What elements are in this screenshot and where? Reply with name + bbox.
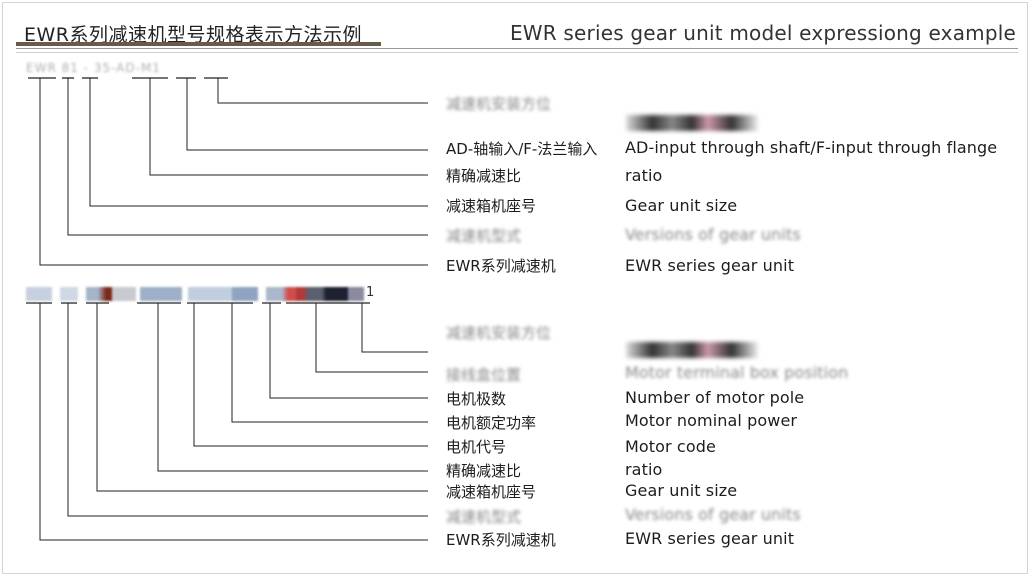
s1-label-mount-en-obscured [626, 115, 758, 131]
header-accent [16, 42, 381, 46]
s2-label-mount-en-obscured [626, 342, 758, 358]
s2-label-power-en: Motor nominal power [625, 411, 798, 430]
title-en: EWR series gear unit model expressiong e… [509, 21, 1016, 45]
s2-line-size [96, 303, 428, 492]
s2-label-series-cn: EWR系列减速机 [446, 531, 556, 549]
title-cn: EWR系列减速机型号规格表示方法示例 [24, 24, 362, 46]
s2-line-pole [269, 303, 428, 399]
s2-line-ratio [157, 303, 428, 472]
s1-label-series-cn: EWR系列减速机 [446, 257, 556, 275]
s1-label-version-en: Versions of gear units [625, 225, 801, 244]
s1-line-mount [217, 78, 428, 104]
s1-line-version [67, 78, 428, 236]
s2-line-motor [193, 303, 428, 447]
s2-model-code-end: 1 [366, 285, 376, 300]
s2-label-size-cn: 减速箱机座号 [446, 483, 537, 501]
s2-label-power-cn: 电机额定功率 [446, 414, 537, 432]
s2-label-mount-cn: 减速机安装方位 [446, 324, 552, 342]
s2-label-size-en: Gear unit size [625, 481, 738, 500]
s2-line-terminal [315, 303, 428, 373]
s1-model-code: EWR 81 - 35-AD-M1 [26, 61, 161, 75]
s2-line-mount [361, 303, 428, 353]
s2-label-motor-en: Motor code [625, 437, 716, 456]
header: EWR系列减速机型号规格表示方法示例 EWR series gear unit … [12, 12, 1022, 52]
s1-label-ratio-en: ratio [625, 166, 663, 185]
s1-line-ratio [149, 78, 428, 176]
s2-label-pole-en: Number of motor pole [625, 388, 805, 407]
s2-label-version-cn: 减速机型式 [446, 508, 522, 526]
s1-label-mount-cn: 减速机安装方位 [446, 95, 552, 113]
s2-label-terminal-cn: 接线盒位置 [446, 366, 522, 384]
s1-line-input [186, 78, 428, 151]
s2-label-series-en: EWR series gear unit [625, 529, 795, 548]
s2-model-code-obscured [26, 287, 366, 301]
s2-label-motor-cn: 电机代号 [446, 438, 507, 456]
s1-line-series [39, 78, 428, 266]
s2-label-terminal-en: Motor terminal box position [625, 363, 849, 382]
s2-label-ratio-en: ratio [625, 460, 663, 479]
s2-line-series [39, 303, 428, 541]
s1-label-size-cn: 减速箱机座号 [446, 197, 537, 215]
s1-label-input-en: AD-input through shaft/F-input through f… [625, 138, 998, 157]
s2-label-ratio-cn: 精确减速比 [446, 462, 522, 480]
s2-label-version-en: Versions of gear units [625, 505, 801, 524]
s2-line-power [231, 303, 428, 423]
header-rule [16, 48, 1018, 53]
s1-label-input-cn: AD-轴输入/F-法兰输入 [446, 140, 598, 158]
s1-label-size-en: Gear unit size [625, 196, 738, 215]
s1-label-version-cn: 减速机型式 [446, 227, 522, 245]
s1-label-series-en: EWR series gear unit [625, 256, 795, 275]
s2-label-pole-cn: 电机极数 [446, 390, 507, 408]
s1-line-size [89, 78, 428, 207]
s1-label-ratio-cn: 精确减速比 [446, 167, 522, 185]
s2-line-version [67, 303, 428, 517]
